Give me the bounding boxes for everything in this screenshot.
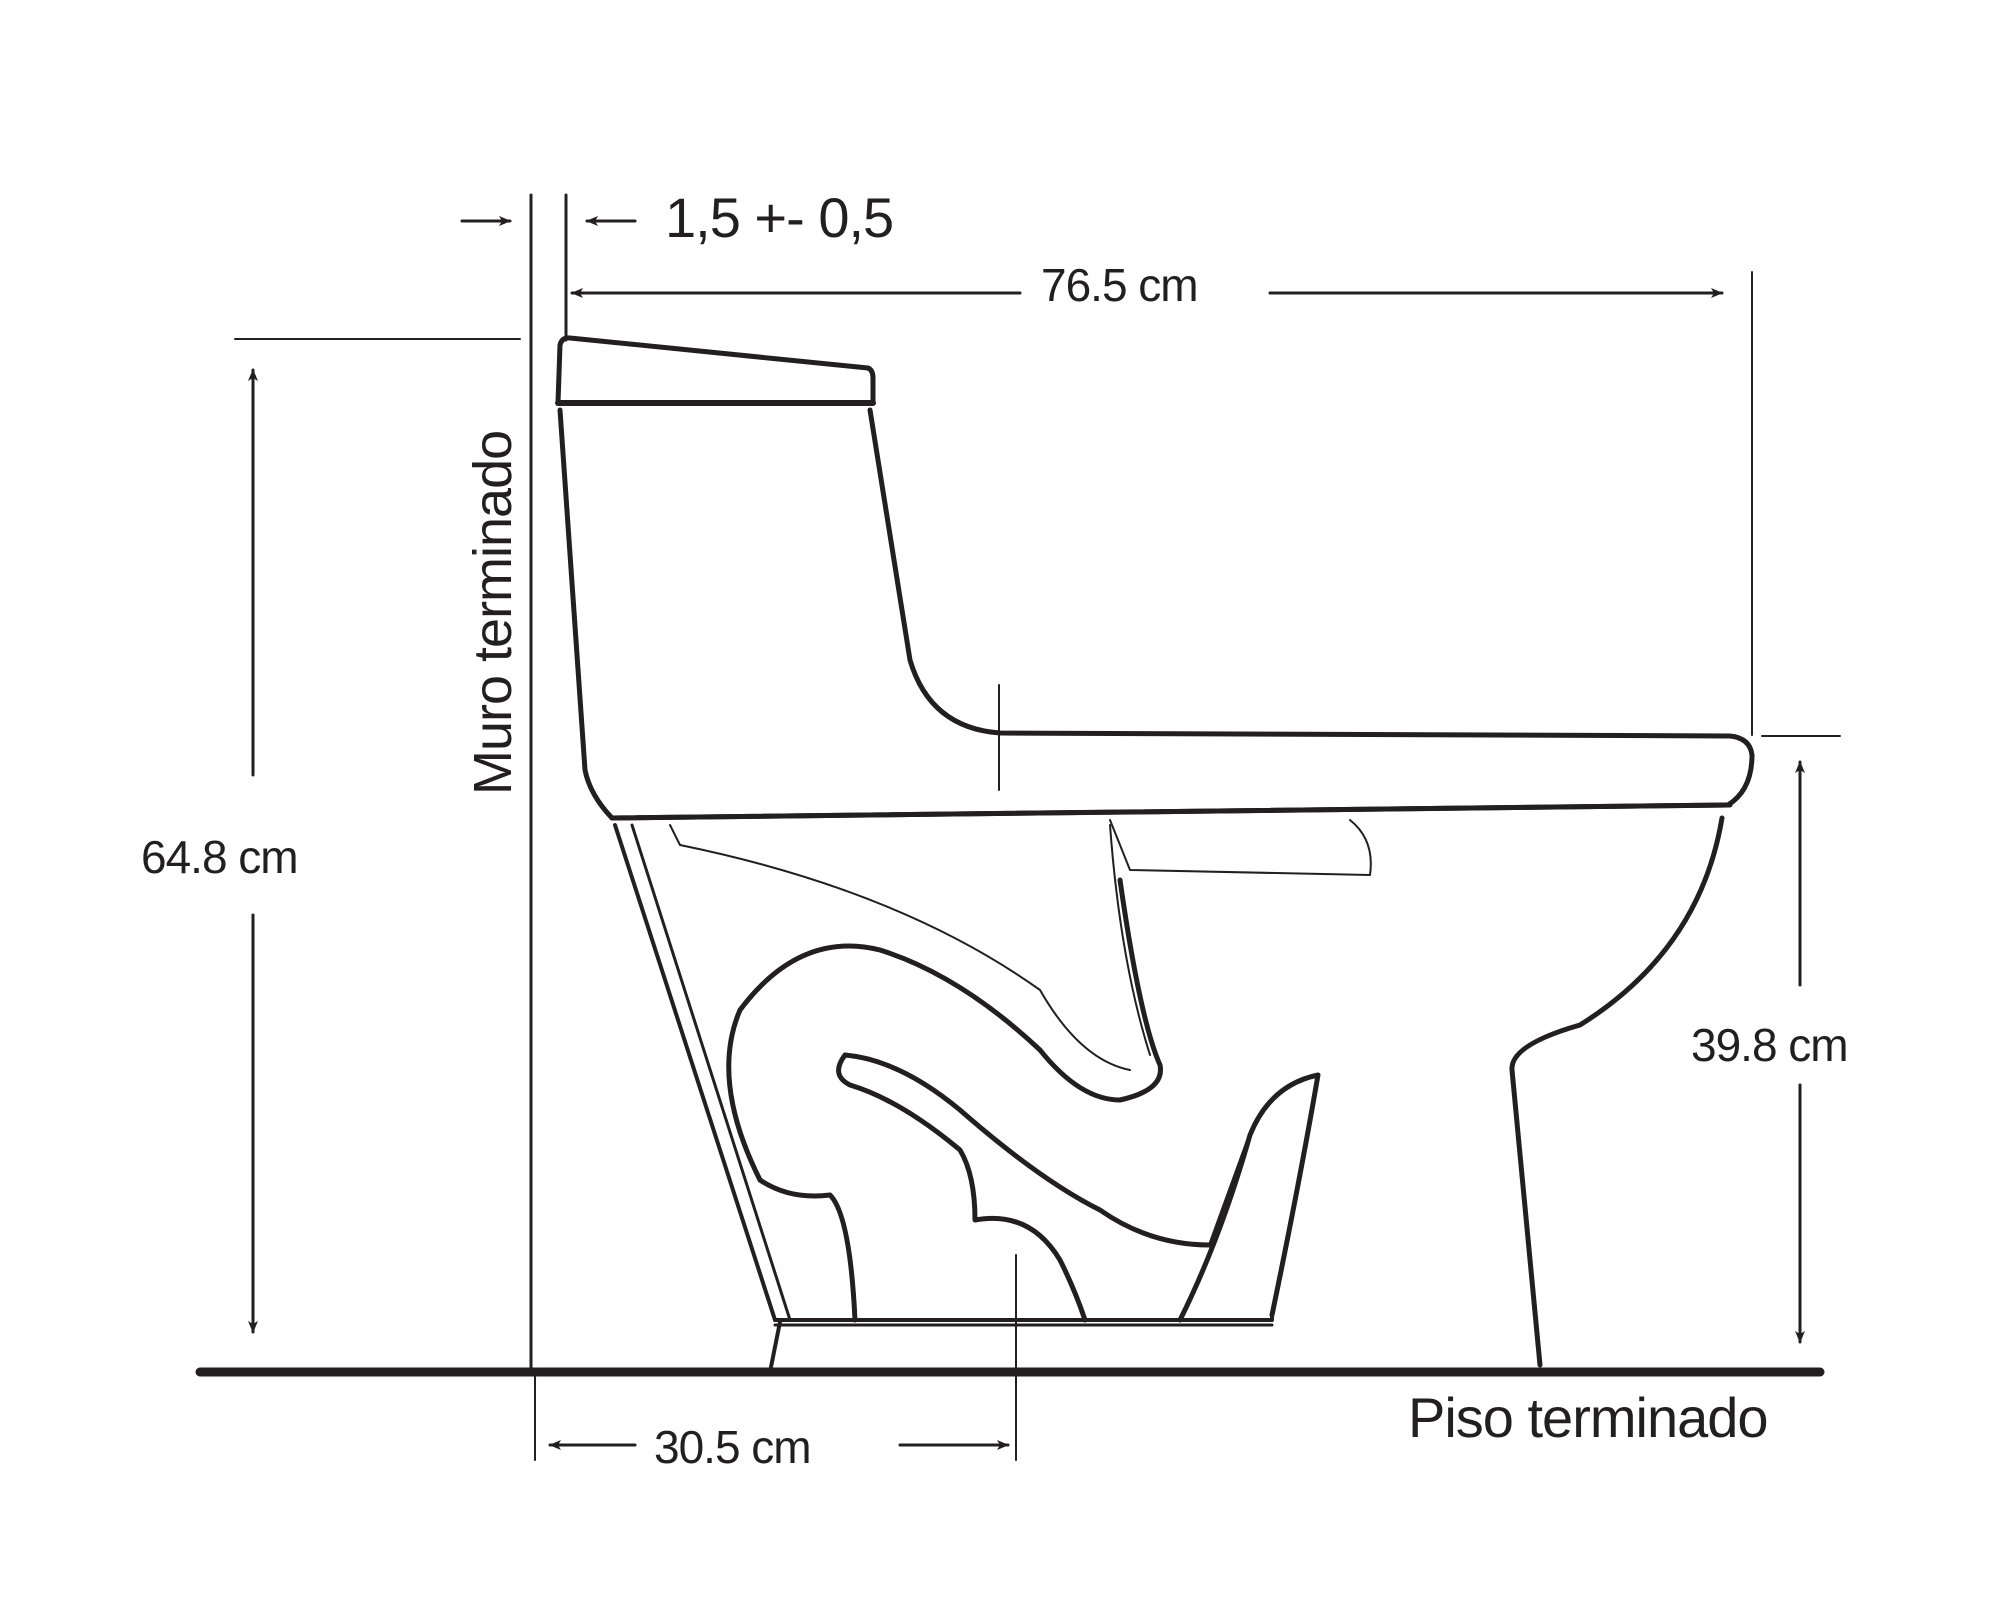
wall-label: Muro terminado [463,430,523,795]
seat-height-label: 39.8 cm [1685,1018,1854,1072]
total-depth-label: 76.5 cm [1035,258,1204,312]
tank-lid [555,335,876,406]
total-height-label: 64.8 cm [135,830,304,884]
wall-gap-label: 1,5 +- 0,5 [665,186,894,249]
rough-in-label: 30.5 cm [648,1420,817,1474]
trapway [726,877,1163,1183]
floor-label: Piso terminado [1408,1386,1769,1449]
toilet-body [557,407,1755,821]
bowl-front [1509,815,1725,1368]
